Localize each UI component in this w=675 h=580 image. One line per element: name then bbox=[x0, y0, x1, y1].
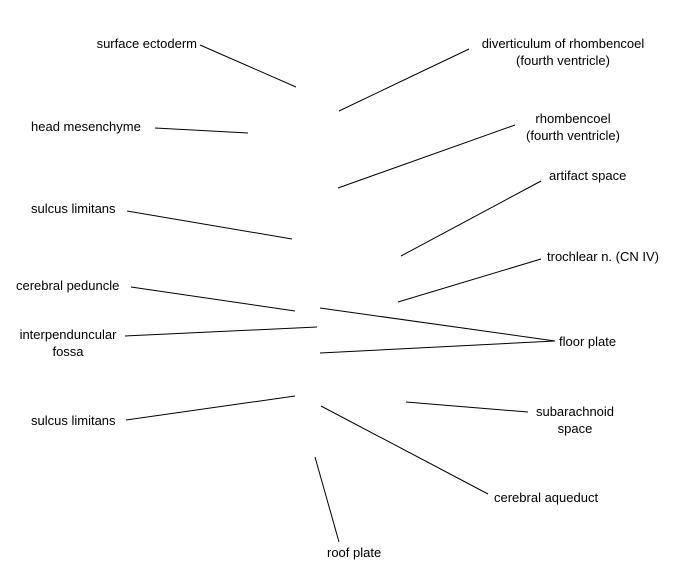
leader-diverticulum bbox=[338, 48, 470, 112]
label-text-line1: interpenduncular bbox=[19, 327, 117, 342]
leader-sulcus-limitans-upper bbox=[126, 210, 293, 240]
leader-interpeduncular-fossa bbox=[124, 326, 318, 337]
label-subarachnoid-space: subarachnoid space bbox=[520, 403, 630, 437]
label-artifact-space: artifact space bbox=[549, 167, 626, 184]
label-text-line2: (fourth ventricle) bbox=[526, 128, 620, 143]
label-text: roof plate bbox=[327, 545, 382, 560]
label-interpeduncular-fossa: interpenduncular fossa bbox=[14, 326, 122, 360]
label-head-mesenchyme: head mesenchyme bbox=[31, 118, 141, 135]
leader-roof-plate bbox=[314, 456, 340, 543]
label-cerebral-aqueduct: cerebral aqueduct bbox=[494, 489, 598, 506]
leader-surface-ectoderm bbox=[199, 44, 297, 88]
label-text: trochlear n. (CN IV) bbox=[547, 249, 659, 264]
leader-trochlear-nerve bbox=[397, 258, 542, 303]
label-surface-ectoderm: surface ectoderm bbox=[97, 35, 197, 52]
label-text: sulcus limitans bbox=[31, 201, 116, 216]
leader-floor-plate-lower bbox=[319, 340, 556, 354]
label-text: floor plate bbox=[559, 334, 617, 349]
label-diverticulum-of-rhombencoel: diverticulum of rhombencoel (fourth vent… bbox=[459, 35, 667, 69]
label-text: cerebral peduncle bbox=[16, 278, 120, 293]
label-text: surface ectoderm bbox=[96, 36, 197, 51]
leader-head-mesenchyme bbox=[154, 127, 249, 134]
label-floor-plate: floor plate bbox=[559, 333, 616, 350]
label-text: cerebral aqueduct bbox=[494, 490, 599, 505]
label-trochlear-nerve: trochlear n. (CN IV) bbox=[547, 248, 659, 265]
leader-artifact-space bbox=[400, 180, 542, 257]
leader-subarachnoid-space bbox=[405, 401, 529, 413]
label-sulcus-limitans-upper: sulcus limitans bbox=[31, 200, 116, 217]
leader-floor-plate-upper bbox=[319, 307, 556, 342]
leader-sulcus-limitans-lower bbox=[125, 395, 296, 421]
label-cerebral-peduncle: cerebral peduncle bbox=[16, 277, 119, 294]
leader-rhombencoel bbox=[337, 124, 516, 189]
leader-cerebral-aqueduct bbox=[320, 405, 489, 495]
label-text: head mesenchyme bbox=[31, 119, 141, 134]
label-text-line1: subarachnoid bbox=[535, 404, 615, 419]
label-text-line2: space bbox=[557, 421, 593, 436]
label-text-line1: rhombencoel bbox=[535, 111, 611, 126]
label-text-line2: fossa bbox=[52, 344, 84, 359]
label-text: sulcus limitans bbox=[31, 413, 116, 428]
label-text-line1: diverticulum of rhombencoel bbox=[481, 36, 645, 51]
label-text: artifact space bbox=[549, 168, 627, 183]
label-roof-plate: roof plate bbox=[327, 544, 381, 561]
label-text-line2: (fourth ventricle) bbox=[516, 53, 610, 68]
leader-cerebral-peduncle bbox=[130, 286, 296, 312]
label-sulcus-limitans-lower: sulcus limitans bbox=[31, 412, 116, 429]
label-rhombencoel: rhombencoel (fourth ventricle) bbox=[508, 110, 638, 144]
